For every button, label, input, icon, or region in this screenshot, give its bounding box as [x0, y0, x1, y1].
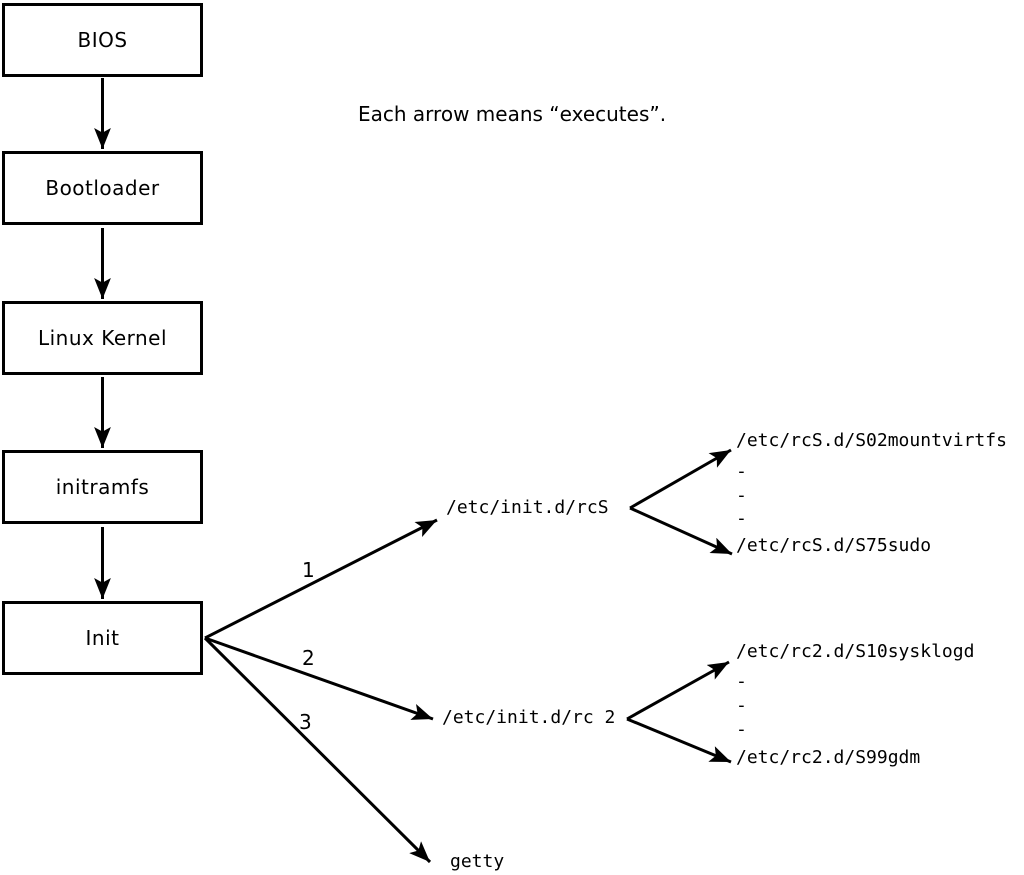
node-rcs-d-s02mountvirtfs: /etc/rcS.d/S02mountvirtfs	[736, 430, 1007, 451]
rcs-ellipsis-dash: -	[736, 508, 747, 529]
node-init-label: Init	[85, 626, 120, 650]
arrow-init-to-rc2	[204, 636, 434, 721]
rc2-ellipsis-dash: -	[736, 671, 747, 692]
edge-label-3: 3	[299, 710, 312, 734]
node-linux-kernel: Linux Kernel	[2, 301, 203, 375]
arrow-rc2-to-s10sysklogd	[626, 660, 730, 721]
arrow-rcs-to-s02mountvirtfs	[629, 448, 732, 510]
edge-label-1: 1	[302, 558, 315, 582]
rcs-ellipsis-dash: -	[736, 461, 747, 482]
arrow-init-to-getty	[203, 636, 432, 864]
arrow-rc2-to-s99gdm	[626, 717, 732, 764]
node-initramfs: initramfs	[2, 450, 203, 524]
node-init: Init	[2, 601, 203, 675]
node-getty: getty	[450, 851, 505, 872]
arrow-init-to-rcs	[204, 518, 438, 640]
diagram-caption: Each arrow means “executes”.	[358, 102, 667, 126]
rc2-ellipsis-dash: -	[736, 695, 747, 716]
node-initramfs-label: initramfs	[55, 475, 150, 499]
node-bootloader: Bootloader	[2, 151, 203, 225]
node-etc-init-d-rc2: /etc/init.d/rc 2	[442, 707, 616, 728]
node-rc2-d-s99gdm: /etc/rc2.d/S99gdm	[736, 747, 921, 768]
node-bios-label: BIOS	[77, 28, 128, 52]
rcs-ellipsis-dash: -	[736, 485, 747, 506]
node-bootloader-label: Bootloader	[45, 176, 160, 200]
node-bios: BIOS	[2, 3, 203, 77]
node-rc2-d-s10sysklogd: /etc/rc2.d/S10sysklogd	[736, 641, 975, 662]
node-linux-kernel-label: Linux Kernel	[37, 326, 168, 350]
edge-label-2: 2	[302, 646, 315, 670]
rc2-ellipsis-dash: -	[736, 719, 747, 740]
node-etc-init-d-rcs: /etc/init.d/rcS	[446, 497, 609, 518]
arrow-rcs-to-s75sudo	[629, 506, 733, 556]
node-rcs-d-s75sudo: /etc/rcS.d/S75sudo	[736, 535, 932, 556]
